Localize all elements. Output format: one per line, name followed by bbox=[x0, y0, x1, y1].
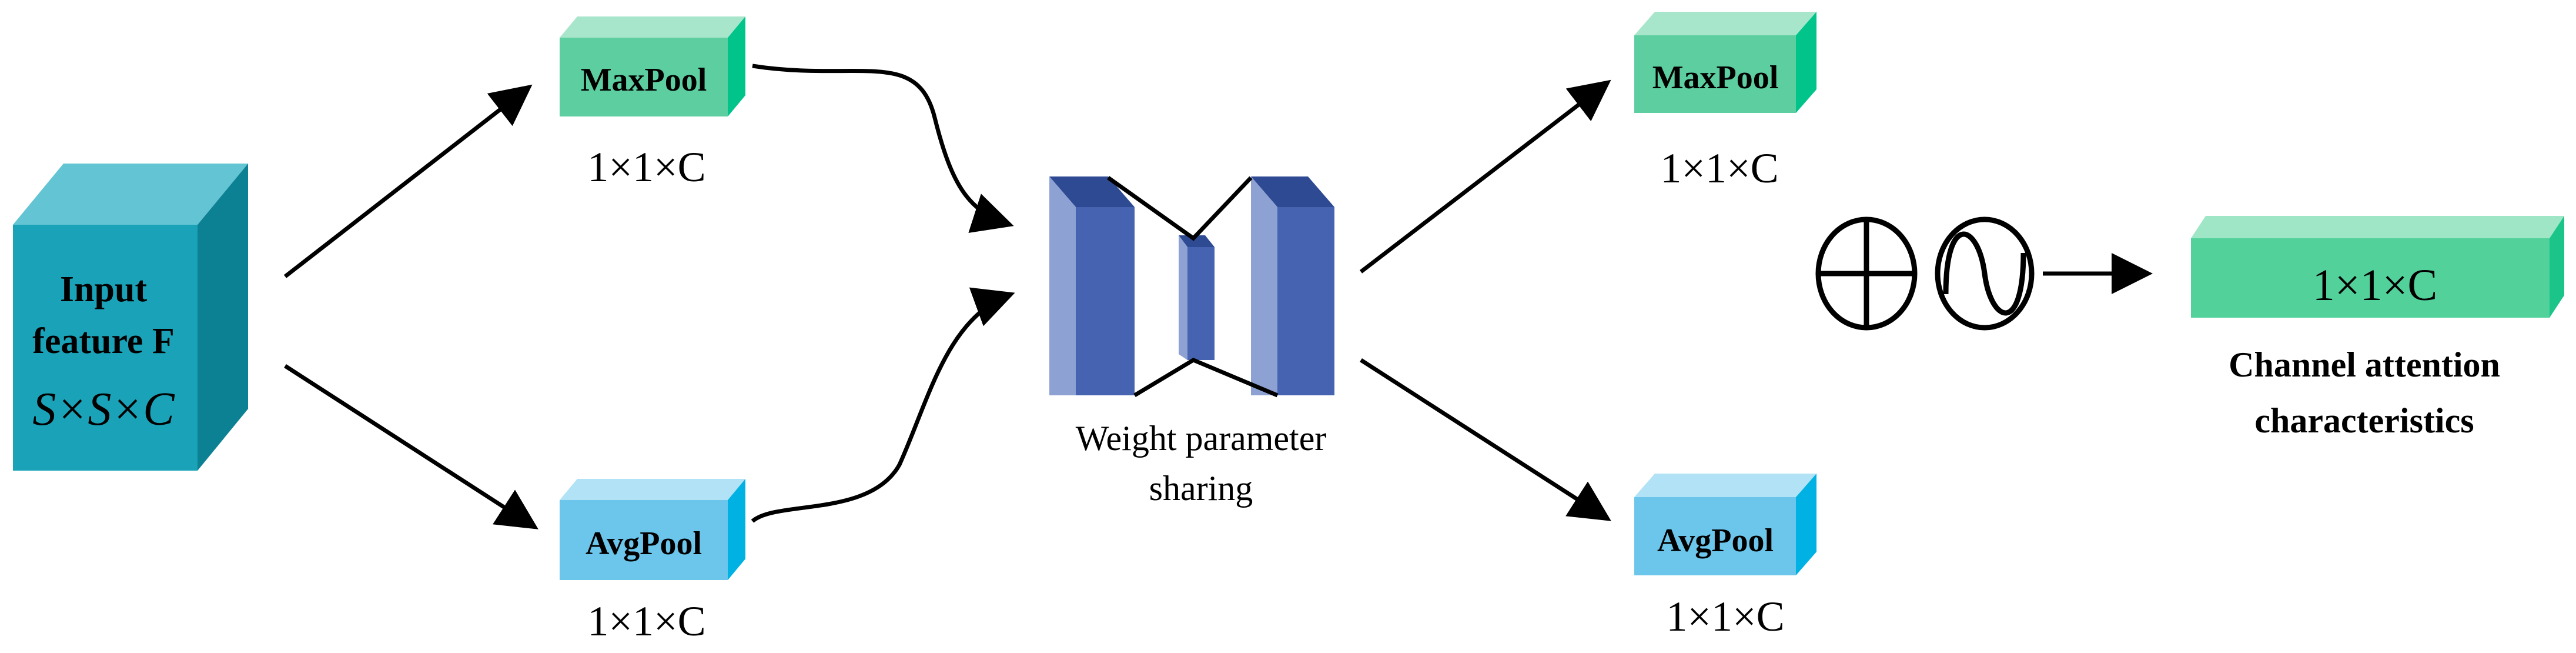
right-avgpool-top bbox=[1634, 474, 1816, 497]
left-avgpool-front bbox=[560, 500, 728, 580]
mlp-right-layer-top bbox=[1251, 176, 1334, 207]
input-cube-top bbox=[13, 164, 248, 225]
mlp-caption-line2: sharing bbox=[1149, 469, 1253, 508]
left-maxpool-dims: 1×1×C bbox=[587, 144, 705, 191]
right-maxpool-front bbox=[1634, 35, 1796, 113]
output-side bbox=[2550, 216, 2564, 318]
mlp-left-layer-top bbox=[1049, 176, 1135, 207]
output-attention-block: 1×1×C Channel attention characteristics bbox=[2191, 216, 2564, 440]
arrow-mlp-to-right-maxpool bbox=[1359, 79, 1611, 274]
left-avgpool-label: AvgPool bbox=[586, 525, 702, 562]
mlp-left-layer-light bbox=[1049, 176, 1076, 395]
right-avgpool-front bbox=[1634, 497, 1796, 575]
shared-mlp-block: Weight parameter sharing bbox=[1049, 176, 1334, 508]
right-avgpool-dims: 1×1×C bbox=[1666, 593, 1784, 640]
input-label-line1: Input bbox=[60, 269, 148, 309]
arrow-avgpool-to-mlp bbox=[751, 287, 1015, 523]
mlp-top-connector bbox=[1106, 176, 1253, 241]
right-maxpool-label: MaxPool bbox=[1652, 59, 1779, 96]
output-caption-line2: characteristics bbox=[2254, 401, 2474, 440]
right-avgpool-side bbox=[1796, 474, 1816, 575]
arrow-maxpool-to-mlp bbox=[752, 64, 1014, 233]
mlp-caption-line1: Weight parameter bbox=[1076, 419, 1327, 458]
right-avgpool-block: AvgPool 1×1×C bbox=[1634, 474, 1816, 640]
mlp-center-layer-top bbox=[1179, 235, 1215, 247]
mlp-right-layer-front bbox=[1277, 207, 1334, 395]
left-maxpool-top bbox=[560, 16, 745, 38]
right-maxpool-side bbox=[1796, 12, 1816, 113]
left-maxpool-block: MaxPool 1×1×C bbox=[560, 16, 745, 191]
output-dims: 1×1×C bbox=[2313, 261, 2437, 310]
circled-plus-icon bbox=[1815, 216, 1918, 331]
right-maxpool-block: MaxPool 1×1×C bbox=[1634, 12, 1816, 192]
left-maxpool-label: MaxPool bbox=[581, 62, 707, 98]
left-maxpool-front bbox=[560, 38, 728, 116]
output-caption-line1: Channel attention bbox=[2229, 345, 2500, 384]
arrow-input-to-avgpool bbox=[284, 364, 538, 529]
left-avgpool-top bbox=[560, 479, 745, 500]
input-cube-side bbox=[198, 164, 248, 471]
mlp-right-layer-light bbox=[1251, 176, 1277, 395]
input-dims: S×S×C bbox=[32, 384, 175, 435]
input-label-line2: feature F bbox=[32, 321, 175, 361]
left-avgpool-dims: 1×1×C bbox=[587, 598, 705, 645]
left-avgpool-side bbox=[728, 479, 745, 580]
input-feature-cube: Input feature F S×S×C bbox=[13, 164, 248, 471]
left-avgpool-block: AvgPool 1×1×C bbox=[560, 479, 745, 645]
right-maxpool-top bbox=[1634, 12, 1816, 35]
arrow-input-to-maxpool bbox=[283, 84, 533, 278]
right-maxpool-dims: 1×1×C bbox=[1660, 145, 1778, 192]
right-avgpool-label: AvgPool bbox=[1657, 522, 1774, 559]
output-front bbox=[2191, 238, 2550, 318]
arrow-mlp-to-right-avgpool bbox=[1360, 358, 1611, 521]
left-maxpool-side bbox=[728, 16, 745, 116]
mlp-bottom-connector bbox=[1133, 358, 1279, 398]
mlp-left-layer-front bbox=[1076, 207, 1135, 395]
mlp-center-layer-light bbox=[1179, 235, 1187, 360]
circled-tilde-icon bbox=[1935, 216, 2035, 331]
output-top bbox=[2191, 216, 2564, 238]
mlp-center-layer-front bbox=[1187, 247, 1215, 360]
input-cube-front bbox=[13, 225, 198, 471]
